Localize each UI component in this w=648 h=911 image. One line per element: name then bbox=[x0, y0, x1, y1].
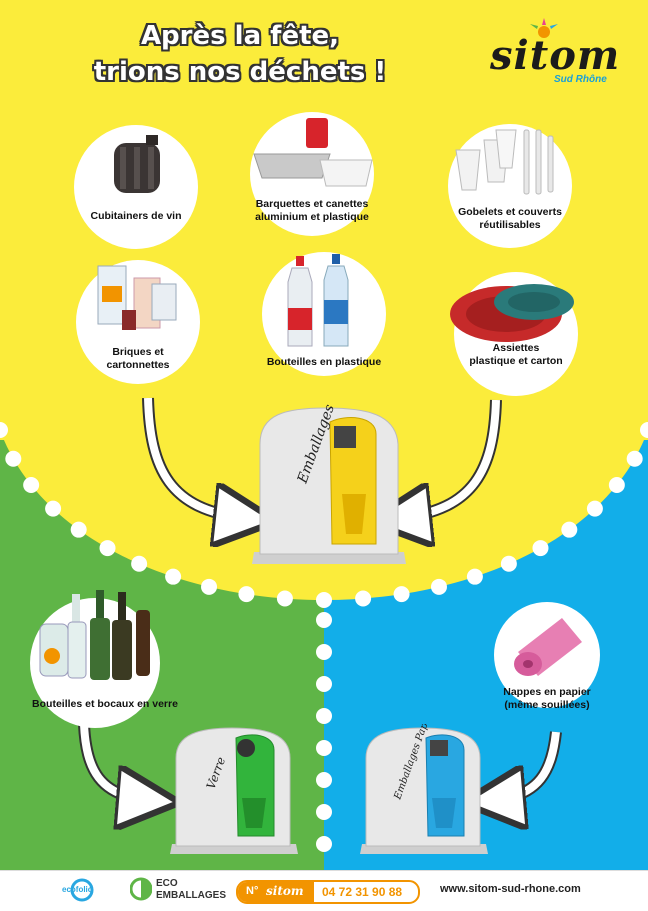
eco-emballages-logo: ECO EMBALLAGES bbox=[130, 876, 230, 904]
decor-dot bbox=[238, 586, 255, 603]
decor-dot bbox=[430, 578, 447, 595]
item-label: Nappes en papier(même souillées) bbox=[503, 686, 591, 711]
decor-dot bbox=[466, 568, 483, 585]
decor-dot bbox=[99, 540, 116, 557]
paper-roll-icon bbox=[514, 618, 582, 676]
item-bouteilles-plastique: Bouteilles en plastique bbox=[262, 252, 386, 376]
decor-dot bbox=[500, 555, 517, 572]
website-link[interactable]: www.sitom-sud-rhone.com bbox=[440, 883, 581, 895]
item-label: Cubitainers de vin bbox=[90, 210, 182, 222]
item-label: Bouteilles et bocaux en verre bbox=[32, 698, 178, 710]
decor-dot bbox=[640, 422, 648, 438]
aluminium-tray-icon bbox=[253, 118, 373, 187]
footer bbox=[0, 870, 648, 911]
decor-dot bbox=[561, 521, 578, 538]
arrow-to-yellow-bin-right bbox=[400, 399, 502, 518]
item-verre: Bouteilles et bocaux en verre bbox=[30, 590, 178, 728]
carton-icon bbox=[97, 265, 177, 330]
arrow-to-blue-bin bbox=[494, 731, 562, 800]
yellow-bin: Emballages bbox=[252, 404, 406, 564]
arrow-to-green-bin bbox=[78, 723, 148, 800]
decor-dot bbox=[626, 450, 643, 467]
decor-dot bbox=[316, 804, 332, 820]
decor-dot bbox=[5, 450, 22, 467]
decor-dot bbox=[316, 676, 332, 692]
item-nappes: Nappes en papier(même souillées) bbox=[494, 602, 600, 711]
sitom-logo: sitom Sud Rhône bbox=[484, 18, 624, 88]
phone-number[interactable]: N° sitom 04 72 31 90 88 bbox=[236, 880, 420, 904]
decor-dot bbox=[355, 590, 372, 607]
decor-dot bbox=[0, 422, 8, 438]
decor-dot bbox=[201, 578, 218, 595]
blue-bin: Emballages Papiers bbox=[360, 724, 488, 854]
decor-dot bbox=[608, 476, 625, 493]
green-dot-icon bbox=[130, 877, 152, 901]
decor-dot bbox=[23, 476, 40, 493]
decor-dot bbox=[131, 555, 148, 572]
ecofolio-icon bbox=[70, 878, 94, 902]
decor-dot bbox=[316, 612, 332, 628]
decor-dot bbox=[316, 708, 332, 724]
decor-dot bbox=[316, 592, 332, 608]
decor-dot bbox=[316, 836, 332, 852]
decor-dot bbox=[316, 644, 332, 660]
page-title: Après la fête, trions nos déchets ! bbox=[93, 21, 387, 87]
decor-dot bbox=[45, 500, 62, 517]
decor-dot bbox=[393, 586, 410, 603]
decor-dot bbox=[532, 540, 549, 557]
arrow-to-yellow-bin-left bbox=[142, 397, 245, 518]
sun-icon bbox=[530, 18, 558, 38]
decor-dot bbox=[586, 500, 603, 517]
item-cubitainers: Cubitainers de vin bbox=[74, 125, 198, 249]
cups-cutlery-icon bbox=[455, 129, 554, 195]
ecofolio-logo: ecofolio bbox=[62, 878, 102, 902]
decor-dot bbox=[316, 740, 332, 756]
decor-dot bbox=[316, 772, 332, 788]
glass-bottles-icon bbox=[39, 590, 150, 680]
plastic-bottle-icon bbox=[287, 254, 349, 347]
decor-dot bbox=[165, 568, 182, 585]
item-label: Bouteilles en plastique bbox=[266, 356, 382, 368]
arrows bbox=[78, 397, 562, 870]
decor-dot bbox=[70, 521, 87, 538]
plate-icon bbox=[450, 284, 574, 342]
wine-cask-icon bbox=[114, 135, 160, 193]
green-bin: Verre bbox=[170, 727, 298, 854]
decor-dot bbox=[276, 590, 293, 607]
